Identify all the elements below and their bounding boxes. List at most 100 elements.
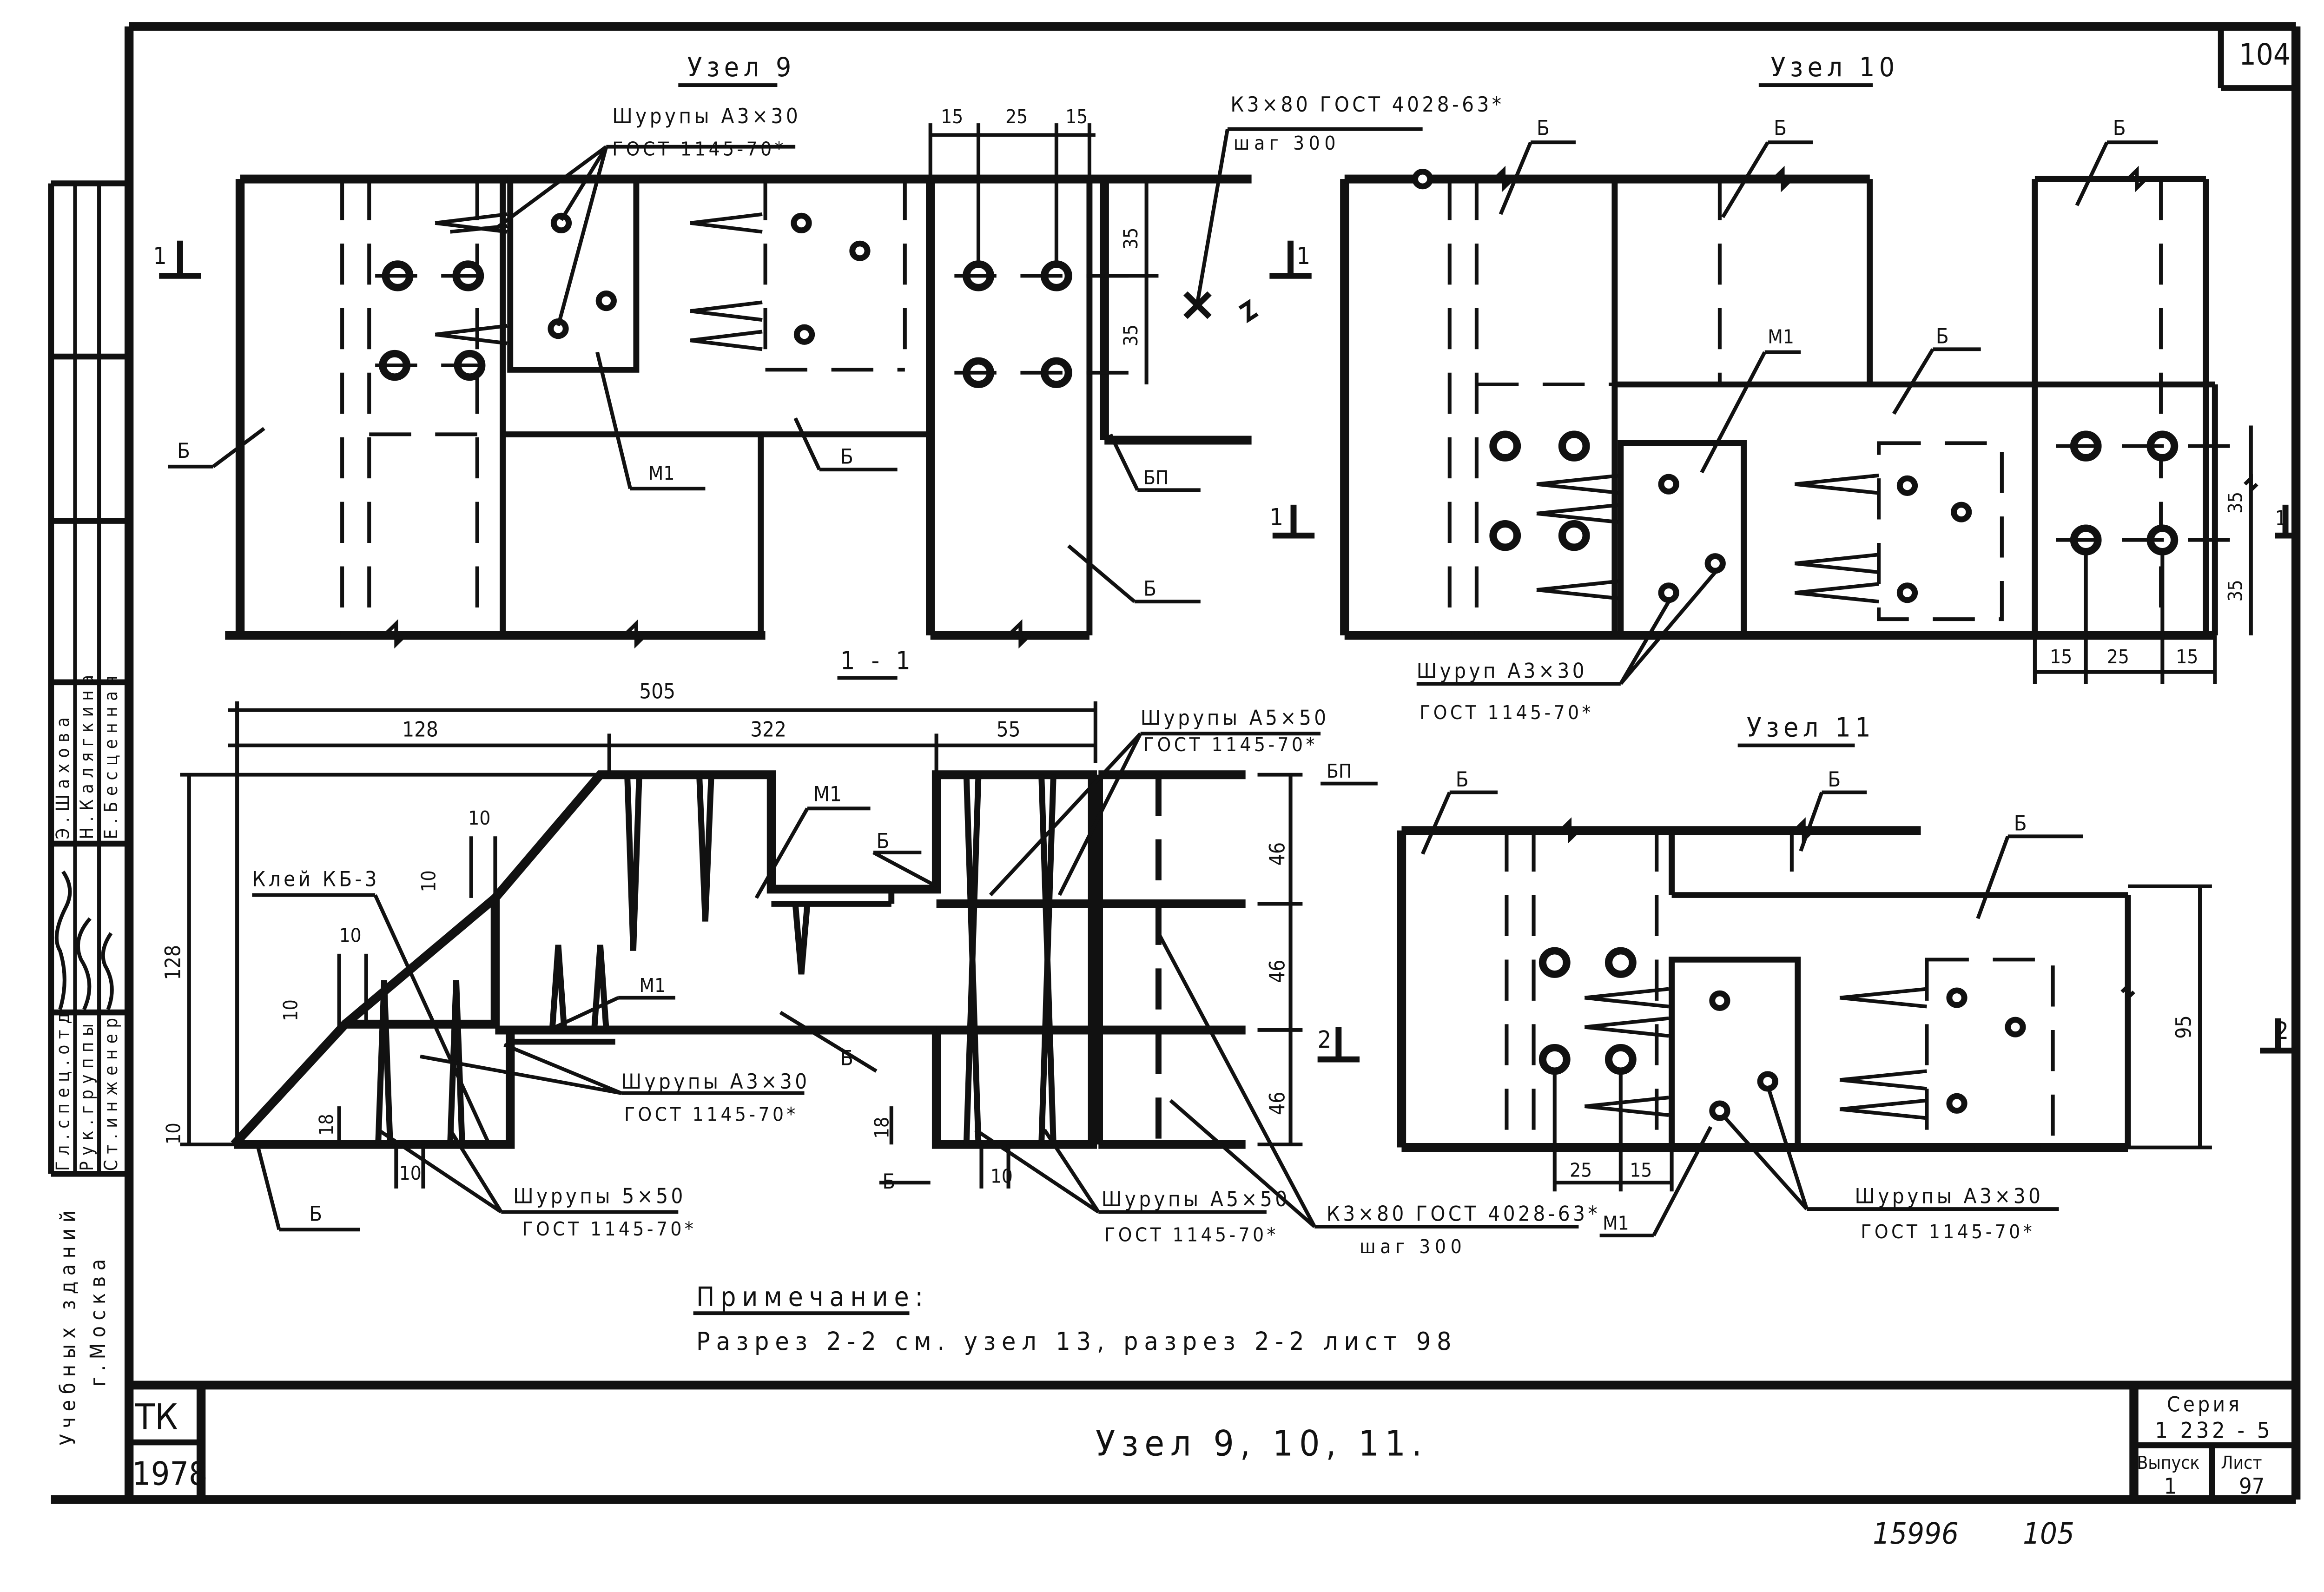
node9-dim-35b: 35: [1119, 324, 1142, 346]
node9-nail-step: шаг 300: [1234, 132, 1340, 154]
section11-screws-a5-bot: Шурупы А5×50: [1102, 1187, 1290, 1211]
section11-dim-46b: 46: [1265, 959, 1290, 983]
node9-dim-15b: 15: [1065, 106, 1088, 128]
section11-section-mark: 2: [1318, 1026, 1332, 1053]
node11-screws-gost: ГОСТ 1145-70*: [1861, 1221, 2035, 1243]
section11-m1-top: М1: [813, 782, 842, 806]
section11-screws-a3-gost: ГОСТ 1145-70*: [624, 1103, 799, 1125]
title-block-series: 1 232 - 5: [2155, 1418, 2273, 1443]
node9-nail: К3×80 ГОСТ 4028-63*: [1230, 92, 1504, 116]
node10-drawing: Узел 10: [1272, 52, 2296, 686]
node10-screw: Шуруп А3×30: [1417, 659, 1587, 683]
node11-label-b3: Б: [2014, 812, 2027, 835]
side-city: г.Москва: [86, 1253, 111, 1387]
node9-section-left: 1: [153, 243, 167, 270]
title-block-title: Узел 9, 10, 11.: [1096, 1423, 1428, 1464]
node10-label-b4: Б: [1936, 324, 1949, 348]
title-block-sheet-label: Лист: [2221, 1453, 2262, 1473]
section11-dim-10c: 10: [339, 924, 362, 946]
section11-dim-46a: 46: [1265, 842, 1290, 866]
section11-dim-505: 505: [639, 680, 675, 703]
section11-dim-128: 128: [402, 718, 438, 741]
node11-label-b2: Б: [1828, 767, 1841, 791]
node10-title: Узел 10: [1771, 52, 1899, 83]
signature-1: [54, 870, 72, 1010]
section11-b-4: Б: [309, 1202, 322, 1226]
section11-dim-10b: 10: [417, 870, 440, 892]
title-block-issue: 1: [2164, 1474, 2177, 1499]
section11-nail-step: шаг 300: [1360, 1235, 1466, 1257]
node10-label-b3: Б: [2113, 116, 2126, 140]
side-name-2: Н.Калягкина: [77, 669, 98, 839]
section11-screws-a5-top: Шурупы А5×50: [1141, 706, 1329, 730]
section11-dim-128-v: 128: [161, 945, 185, 980]
section11-dim-46c: 46: [1265, 1092, 1290, 1116]
title-block-sheet: 97: [2239, 1474, 2265, 1499]
node10-dim-15b: 15: [2176, 645, 2198, 667]
node11-drawing: Узел 11: [1397, 712, 2296, 1237]
side-role-2: Рук.группы: [77, 1018, 98, 1171]
title-block-year: 1978: [132, 1455, 208, 1493]
section11-dim-322: 322: [750, 718, 786, 741]
section11-dim-18b: 18: [870, 1117, 893, 1139]
side-name-1: Э.Шахова: [53, 712, 74, 839]
node9-section-right: 1: [1296, 243, 1310, 270]
signature-3: [101, 932, 114, 1011]
node11-dim-15: 15: [1630, 1159, 1652, 1181]
node10-label-b1: Б: [1537, 116, 1550, 140]
node9-label-b1: Б: [177, 439, 190, 462]
node10-screw-gost: ГОСТ 1145-70*: [1419, 701, 1594, 723]
side-role-1: Гл.спец.отд: [53, 1007, 74, 1171]
node9-screws: Шурупы А3×30: [612, 105, 801, 128]
node9-label-bp: БП: [1143, 466, 1169, 489]
title-block: [129, 1381, 2296, 1500]
section11-dim-10e: 10: [162, 1123, 185, 1144]
section11-dim-10f: 10: [399, 1162, 422, 1184]
section11-glue: Клей КБ-3: [252, 867, 380, 891]
section11-dim-10g: 10: [990, 1165, 1013, 1187]
sheet-number: 104: [2239, 38, 2291, 72]
section11-title: 1 - 1: [840, 646, 915, 675]
section11-dim-18a: 18: [315, 1114, 338, 1136]
node9-label-m1: М1: [648, 462, 675, 484]
section11-b-2: Б: [840, 1046, 853, 1070]
node9-label-b3: Б: [1143, 577, 1156, 601]
side-name-3: Е.Бесценная: [100, 670, 122, 839]
title-block-issue-label: Выпуск: [2137, 1453, 2199, 1473]
node10-dim-25: 25: [2107, 645, 2129, 667]
node9-title: Узел 9: [687, 52, 796, 83]
node9-dim-25: 25: [1005, 106, 1028, 128]
node10-section-left: 1: [1269, 504, 1283, 531]
node9-label-b2: Б: [840, 445, 853, 469]
node9-screws-gost: ГОСТ 1145-70*: [612, 138, 786, 160]
section11-b-3: Б: [882, 1169, 895, 1193]
node11-label-m1: М1: [1603, 1212, 1629, 1234]
node11-dim-95: 95: [2172, 1015, 2196, 1039]
node10-dim-15a: 15: [2050, 645, 2072, 667]
section11-m1-low: М1: [639, 974, 666, 996]
section11-screws-a5-bot-gost: ГОСТ 1145-70*: [1104, 1223, 1279, 1246]
section-1-1-drawing: [180, 676, 1579, 1232]
note-heading: Примечание:: [696, 1282, 929, 1312]
section11-nail: К3×80 ГОСТ 4028-63*: [1327, 1202, 1600, 1226]
node10-dim-35a: 35: [2224, 492, 2247, 514]
section11-dim-55: 55: [997, 718, 1021, 741]
section11-dim-10a: 10: [468, 806, 490, 829]
note-text: Разрез 2-2 см. узел 13, разрез 2-2 лист …: [696, 1327, 1457, 1356]
node11-title: Узел 11: [1747, 712, 1875, 743]
node10-section-right: 1: [2275, 507, 2287, 530]
node10-label-m1: М1: [1768, 325, 1794, 348]
node9-dim-35a: 35: [1119, 228, 1142, 250]
section11-b-1: Б: [876, 829, 889, 853]
node11-screws: Шурупы А3×30: [1855, 1184, 2043, 1208]
section11-screws-5x50: Шурупы 5×50: [513, 1184, 686, 1208]
sheet-frame: [51, 22, 2301, 1504]
node11-section-mark: 2: [2275, 1017, 2289, 1044]
node9-dim-15a: 15: [941, 106, 963, 128]
archive-page: 105: [2023, 1517, 2074, 1551]
node10-dim-35b: 35: [2224, 580, 2247, 601]
title-block-series-label: Серия: [2167, 1393, 2242, 1416]
node11-dim-25: 25: [1570, 1159, 1592, 1181]
archive-number: 15996: [1873, 1517, 1959, 1551]
